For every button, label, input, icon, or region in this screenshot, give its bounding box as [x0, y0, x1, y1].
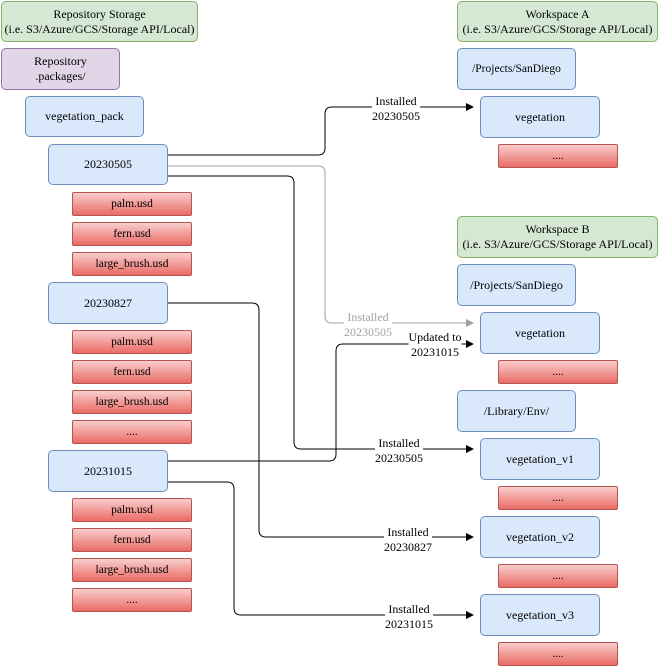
edge-label-b-updated: Updated to 20231015	[408, 330, 462, 360]
library-vegetation-v2: vegetation_v2	[480, 516, 600, 558]
repository-packages-box: Repository .packages/	[1, 48, 120, 90]
edge-label-v2-installed: Installed 20230827	[384, 525, 432, 555]
file-fern-usd: fern.usd	[72, 360, 192, 384]
workspace-a-vegetation: vegetation	[480, 96, 600, 138]
edge-a-installed	[168, 103, 474, 156]
edge-label-v3-installed: Installed 20231015	[385, 602, 433, 632]
file-large-brush-usd: large_brush.usd	[72, 558, 192, 582]
edge-b-updated	[168, 340, 474, 462]
file-palm-usd: palm.usd	[72, 330, 192, 354]
edge-v2-installed	[168, 302, 474, 541]
library-vegetation-v3-content: ....	[498, 642, 618, 666]
workspace-a-vegetation-content: ....	[498, 144, 618, 168]
workspace-a-projects-path: /Projects/SanDiego	[457, 48, 576, 90]
library-vegetation-v2-content: ....	[498, 564, 618, 588]
edge-label-b-installed-old: Installed 20230505	[344, 310, 392, 340]
workspace-b-library-path: /Library/Env/	[457, 390, 576, 432]
workspace-b-vegetation: vegetation	[480, 312, 600, 354]
workspace-b-vegetation-content: ....	[498, 360, 618, 384]
workspace-b-box: Workspace B (i.e. S3/Azure/GCS/Storage A…	[457, 216, 658, 258]
library-vegetation-v3: vegetation_v3	[480, 594, 600, 636]
workspace-b-projects-path: /Projects/SanDiego	[457, 264, 576, 306]
version-20231015: 20231015	[48, 450, 168, 492]
file-palm-usd: palm.usd	[72, 192, 192, 216]
workspace-a-box: Workspace A (i.e. S3/Azure/GCS/Storage A…	[457, 1, 658, 42]
file-palm-usd: palm.usd	[72, 498, 192, 522]
repository-storage-box: Repository Storage (i.e. S3/Azure/GCS/St…	[1, 1, 198, 42]
file-large-brush-usd: large_brush.usd	[72, 390, 192, 414]
edge-v1-installed	[168, 175, 474, 453]
edge-b-installed-old	[168, 165, 474, 327]
file-more: ....	[72, 588, 192, 612]
file-fern-usd: fern.usd	[72, 222, 192, 246]
file-more: ....	[72, 420, 192, 444]
package-vegetation-pack: vegetation_pack	[25, 96, 144, 137]
edge-v3-installed	[168, 481, 474, 619]
file-fern-usd: fern.usd	[72, 528, 192, 552]
version-20230505: 20230505	[48, 144, 168, 185]
edge-label-v1-installed: Installed 20230505	[375, 436, 423, 466]
library-vegetation-v1-content: ....	[498, 486, 618, 510]
version-20230827: 20230827	[48, 282, 168, 324]
edge-label-a-installed: Installed 20230505	[372, 94, 420, 124]
file-large-brush-usd: large_brush.usd	[72, 252, 192, 276]
library-vegetation-v1: vegetation_v1	[480, 438, 600, 480]
